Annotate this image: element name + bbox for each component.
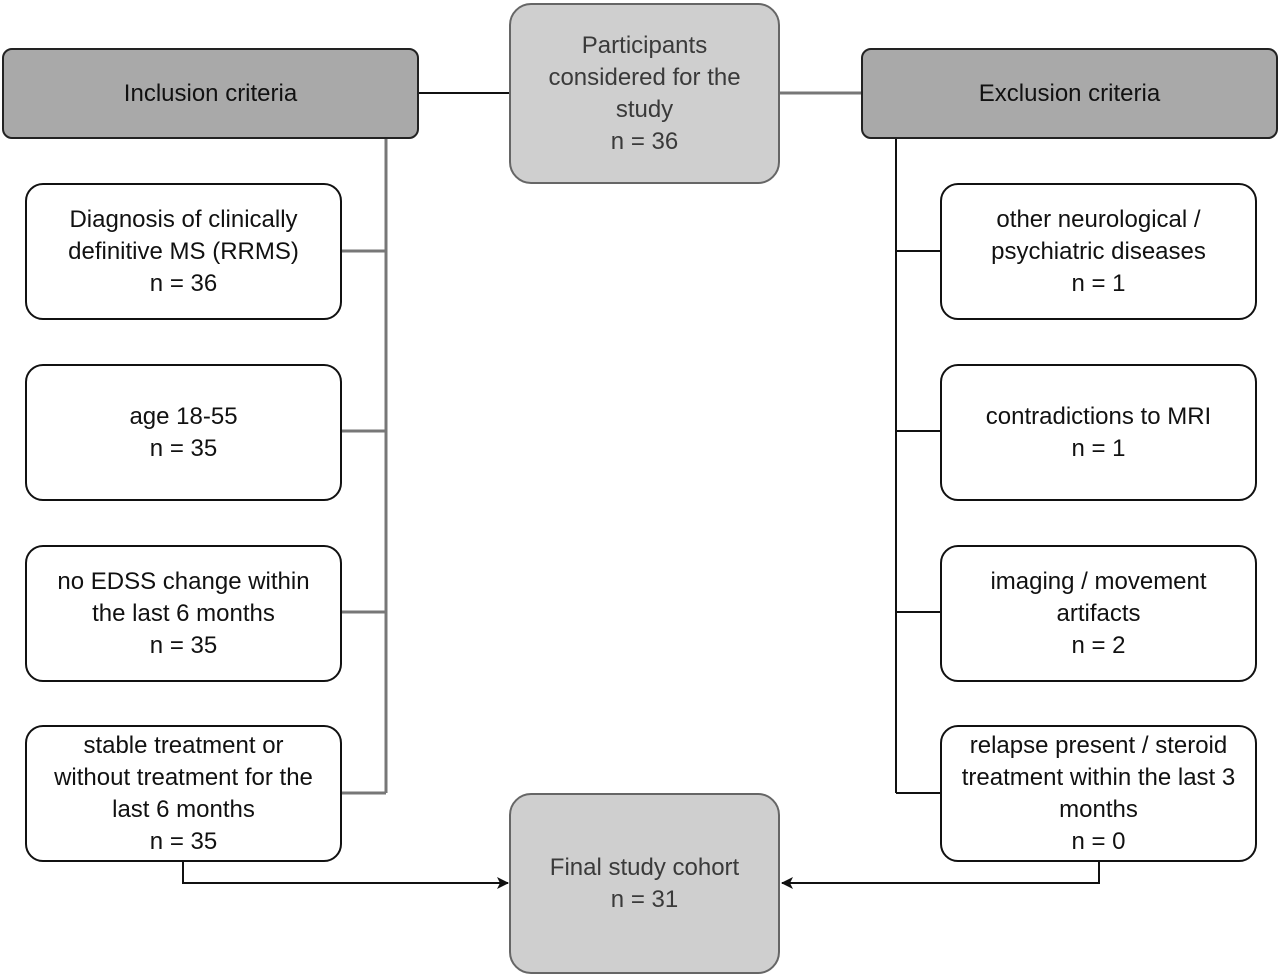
inclusion-item-edss: no EDSS change within the last 6 months … [25, 545, 342, 682]
inclusion-item-4-line-2: without treatment for the [54, 763, 313, 791]
exclusion-item-4-count: n = 0 [1071, 827, 1126, 855]
exclusion-item-4-line-3: months [1059, 795, 1138, 823]
inclusion-item-treatment: stable treatment or without treatment fo… [25, 725, 342, 862]
inclusion-item-1-count: n = 36 [149, 269, 218, 297]
exclusion-item-relapse: relapse present / steroid treatment with… [940, 725, 1257, 862]
inclusion-item-3-line-1: no EDSS change within [57, 567, 310, 595]
inclusion-item-1-line-2: definitive MS (RRMS) [68, 237, 299, 265]
exclusion-header: Exclusion criteria [861, 48, 1278, 139]
final-cohort-box: Final study cohort n = 31 [509, 793, 780, 974]
inclusion-item-2-line-1: age 18-55 [129, 402, 238, 430]
inclusion-item-3-line-2: the last 6 months [92, 599, 275, 627]
inclusion-item-4-line-1: stable treatment or [83, 731, 284, 759]
participants-box: Participants considered for the study n … [509, 3, 780, 184]
arrow-inclusion-to-final [182, 861, 509, 889]
exclusion-item-2-line-1: contradictions to MRI [985, 402, 1212, 430]
inclusion-item-age: age 18-55 n = 35 [25, 364, 342, 501]
participants-line-3: study [615, 95, 674, 123]
inclusion-item-3-count: n = 35 [149, 631, 218, 659]
exclusion-item-2-count: n = 1 [1071, 434, 1126, 462]
arrow-exclusion-to-final [781, 861, 1100, 889]
inclusion-item-2-count: n = 35 [149, 434, 218, 462]
participants-line-2: considered for the [548, 63, 741, 91]
exclusion-title: Exclusion criteria [978, 79, 1161, 107]
exclusion-item-artifacts: imaging / movement artifacts n = 2 [940, 545, 1257, 682]
exclusion-item-3-line-1: imaging / movement [990, 567, 1207, 595]
exclusion-item-3-count: n = 2 [1071, 631, 1126, 659]
inclusion-item-4-count: n = 35 [149, 827, 218, 855]
inclusion-item-4-line-3: last 6 months [112, 795, 255, 823]
exclusion-item-4-line-2: treatment within the last 3 [961, 763, 1236, 791]
participants-line-1: Participants [581, 31, 708, 59]
inclusion-title: Inclusion criteria [123, 79, 298, 107]
inclusion-item-diagnosis: Diagnosis of clinically definitive MS (R… [25, 183, 342, 320]
exclusion-item-4-line-1: relapse present / steroid [969, 731, 1228, 759]
exclusion-item-1-count: n = 1 [1071, 269, 1126, 297]
inclusion-header: Inclusion criteria [2, 48, 419, 139]
participants-count: n = 36 [610, 127, 679, 155]
exclusion-item-neurological: other neurological / psychiatric disease… [940, 183, 1257, 320]
exclusion-item-mri: contradictions to MRI n = 1 [940, 364, 1257, 501]
exclusion-item-1-line-2: psychiatric diseases [991, 237, 1206, 265]
exclusion-item-3-line-2: artifacts [1056, 599, 1141, 627]
exclusion-item-1-line-1: other neurological / [996, 205, 1201, 233]
final-cohort-count: n = 31 [610, 885, 679, 913]
inclusion-item-1-line-1: Diagnosis of clinically [69, 205, 298, 233]
final-cohort-label: Final study cohort [549, 853, 740, 881]
